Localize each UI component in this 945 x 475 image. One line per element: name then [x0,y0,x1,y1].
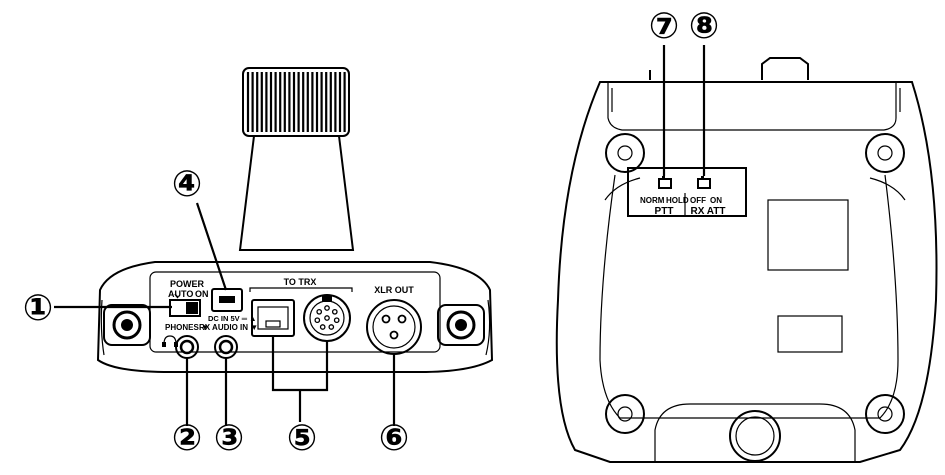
phones-jack[interactable] [175,335,199,359]
right-screw-mount [437,304,485,346]
callout-6: ⑥ [379,418,409,459]
xlr-out-connector[interactable] [366,299,422,355]
callout-5: ⑤ [287,418,317,459]
callout-3: ③ [214,418,244,459]
phones-label: PHONES ▼ [165,323,209,332]
rubber-foot-top-right [865,133,905,173]
knurled-knob [242,67,350,137]
bottom-recess [654,403,856,462]
callout-1: ① [23,288,53,329]
switch-panel [627,167,747,217]
callout-4: ④ [172,164,202,205]
bottom-view: NORM HOLD PTT OFF ON RX ATT [555,45,938,463]
rx-att-label: RX ATT [691,206,726,217]
ptt-label: PTT [655,206,674,217]
rx-audio-in-jack[interactable] [214,335,238,359]
rx-audio-in-label: RX AUDIO IN ▼ [199,323,258,332]
rubber-foot-bottom-right [865,394,905,434]
norm-label: NORM [640,196,665,205]
front-panel [149,271,441,353]
power-label: POWER [170,279,205,289]
xlr-out-label: XLR OUT [374,285,414,295]
rubber-foot-top-left [605,133,645,173]
rubber-foot-bottom-left [605,394,645,434]
ptt-switch[interactable] [658,176,672,189]
leader-lines-bottom [662,45,706,176]
label-area-small [777,315,843,353]
leader-lines-front [54,202,396,426]
on-switch-label: ON [710,196,722,205]
label-area-large [767,199,849,271]
dc-in-port[interactable] [211,288,243,312]
callout-2: ② [172,418,202,459]
bottom-body [555,81,938,463]
left-screw-mount [103,304,151,346]
round-8pin-connector[interactable] [303,294,351,342]
callout-8: ⑧ [689,6,719,47]
rx-att-switch[interactable] [697,176,711,189]
base-body [96,261,494,373]
auto-label: AUTO [168,289,193,299]
modular-jack[interactable] [251,299,295,337]
bottom-screw [729,410,781,462]
mic-neck [238,135,355,251]
to-trx-label: TO TRX [284,277,317,287]
off-label: OFF [690,196,706,205]
hold-label: HOLD [666,196,689,205]
on-label: ON [195,289,209,299]
front-view: POWER AUTO ON DC IN 5V ═ ▲ TO TRX XLR OU… [54,67,494,426]
callout-7: ⑦ [649,6,679,47]
dc-in-label: DC IN 5V ═ ▲ [208,314,257,323]
